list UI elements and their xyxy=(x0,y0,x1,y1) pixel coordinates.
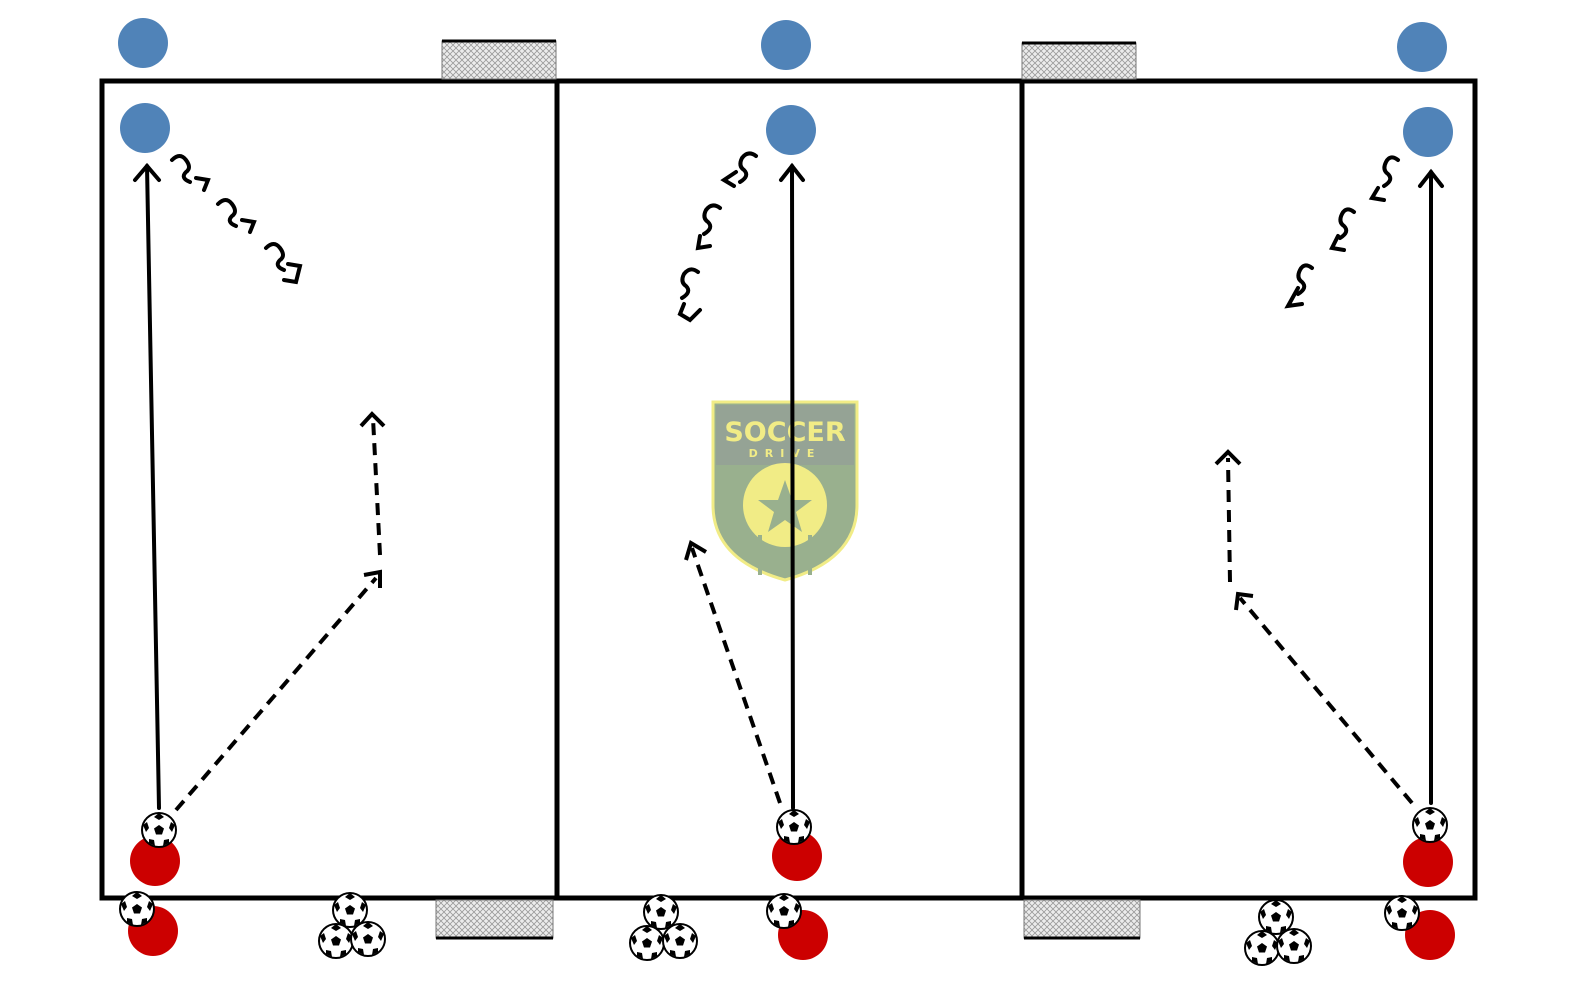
run-arrows xyxy=(133,162,1444,810)
soccer-ball-icon xyxy=(332,892,368,928)
dribble-arrow-right xyxy=(1284,155,1400,309)
goal-top-left xyxy=(441,39,557,80)
soccer-ball-icon xyxy=(1258,899,1294,935)
blue-player-icon xyxy=(118,18,168,68)
blue-player-icon xyxy=(120,103,170,153)
soccer-ball-icon xyxy=(766,893,802,929)
soccer-ball-icon xyxy=(119,891,155,927)
soccer-ball-icon xyxy=(350,921,386,957)
blue-player-icon xyxy=(1397,22,1447,72)
blue-player-icon xyxy=(766,105,816,155)
pass-arrow-center xyxy=(684,539,782,804)
soccer-ball-icon xyxy=(776,809,812,845)
soccer-ball-icon xyxy=(662,923,698,959)
soccer-ball-icon xyxy=(1244,930,1280,966)
pass-arrows xyxy=(174,411,1414,812)
red-player-icon xyxy=(130,836,180,886)
run-arrow-right xyxy=(1418,168,1444,805)
blue-player-icon xyxy=(761,20,811,70)
run-arrow-center xyxy=(779,162,805,810)
pass-arrow-left xyxy=(174,411,386,812)
goals xyxy=(435,39,1141,940)
goal-bottom-right xyxy=(1023,899,1141,940)
logo-line1: SOCCER xyxy=(724,417,845,448)
red-player-icon xyxy=(1403,837,1453,887)
goal-bottom-left xyxy=(435,899,554,940)
soccer-ball-icon xyxy=(1412,807,1448,843)
run-arrow-left xyxy=(133,162,161,810)
logo-line2: DRIVE xyxy=(749,447,822,460)
blue-players xyxy=(118,18,1453,157)
soccer-ball-icon xyxy=(643,894,679,930)
red-players xyxy=(128,831,1455,960)
red-player-icon xyxy=(772,831,822,881)
dribble-arrow-left xyxy=(170,154,303,285)
soccer-drive-logo: SOCCER DRIVE xyxy=(711,400,859,582)
red-player-icon xyxy=(1405,910,1455,960)
blue-player-icon xyxy=(1403,107,1453,157)
soccer-ball-icon xyxy=(318,923,354,959)
dribble-arrow-center xyxy=(677,151,758,323)
goal-top-right xyxy=(1021,41,1137,80)
soccer-ball-icon xyxy=(1276,928,1312,964)
pass-arrow-right xyxy=(1214,449,1414,805)
soccer-ball-icon xyxy=(141,812,177,848)
soccer-ball-icon xyxy=(1384,895,1420,931)
soccer-ball-icon xyxy=(629,925,665,961)
dribble-arrows xyxy=(170,151,1400,323)
